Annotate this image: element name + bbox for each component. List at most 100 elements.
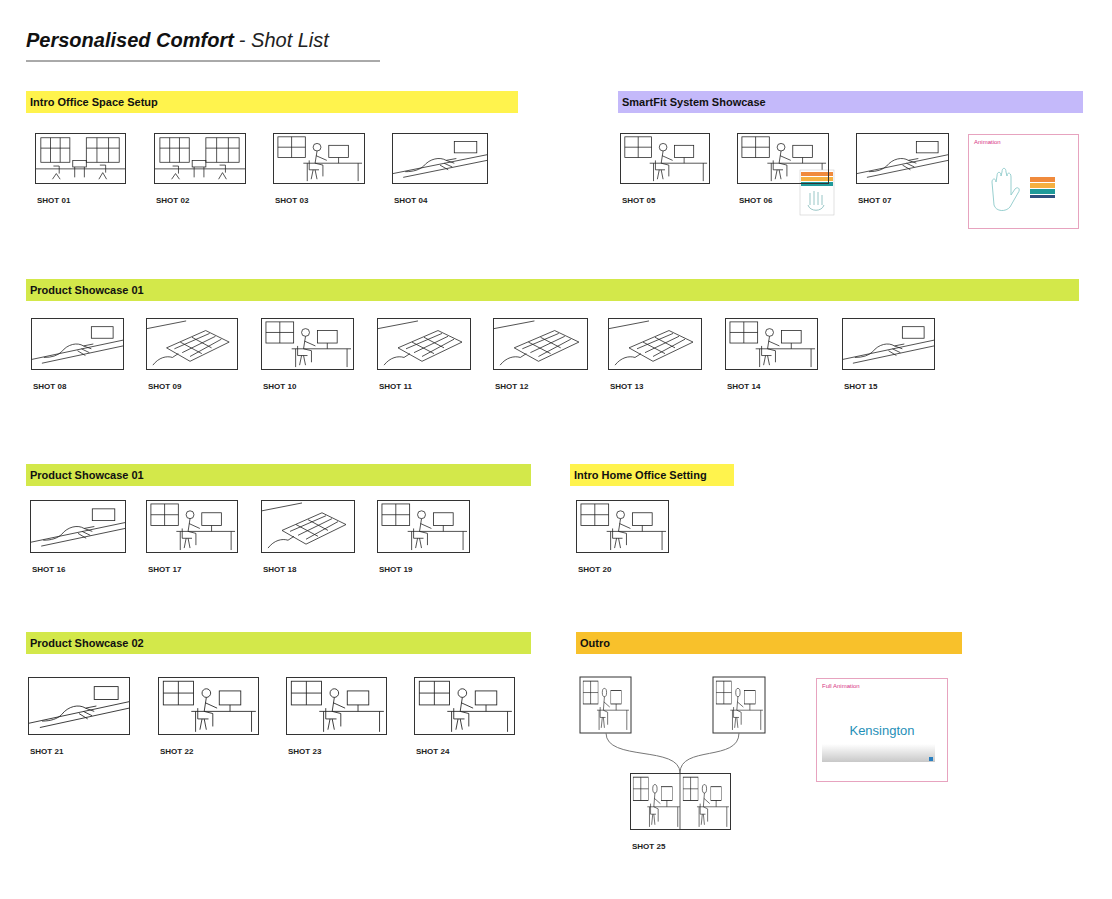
sketch-part <box>291 681 384 732</box>
sketch-part <box>581 504 666 550</box>
sketch-part <box>625 137 707 181</box>
sketch-part <box>1030 177 1055 182</box>
shot-frame: SHOT 23 <box>286 677 387 735</box>
sketch-part <box>262 503 346 548</box>
shot-frame: SHOT 21 <box>28 677 130 735</box>
card-label: Full Animation <box>822 682 860 690</box>
shot-number: SHOT 25 <box>632 842 665 852</box>
shot-frame: SHOT 24 <box>414 677 515 735</box>
shot-number: SHOT 18 <box>263 565 296 575</box>
shot-number: SHOT 21 <box>30 747 63 757</box>
page-title: Personalised Comfort <box>26 29 234 52</box>
brand-name: Kensington <box>817 723 947 738</box>
shot-number: SHOT 14 <box>727 382 760 392</box>
shot-number: SHOT 10 <box>263 382 296 392</box>
shot-frame: SHOT 18 <box>261 500 355 553</box>
shot-number: SHOT 11 <box>379 382 412 392</box>
shot-number: SHOT 19 <box>379 565 412 575</box>
section-band: Intro Office Space Setup <box>26 91 518 113</box>
sketch-part <box>808 191 824 210</box>
shot-frame: SHOT 04 <box>392 133 488 184</box>
sketch-part <box>633 777 680 827</box>
sketch-part <box>843 327 934 364</box>
shot-frame: SHOT 07 <box>856 133 949 184</box>
shot-frame: SHOT 09 <box>146 318 238 370</box>
section-band: Product Showcase 01 <box>26 464 531 486</box>
sketch-part <box>583 681 629 730</box>
animation-card: Animation <box>968 134 1079 229</box>
sketch-part <box>29 687 129 728</box>
sketch-part <box>419 681 512 732</box>
sketch-part <box>716 681 763 730</box>
shot-frame: SHOT 11 <box>377 318 471 370</box>
shot-frame: SHOT 15 <box>842 318 935 370</box>
sketch-part <box>730 322 815 367</box>
shot-frame: SHOT 14 <box>725 318 818 370</box>
shot-number: SHOT 15 <box>844 382 877 392</box>
shot-frame: SHOT 12 <box>493 318 588 370</box>
section-band: Product Showcase 01 <box>26 279 1079 301</box>
shot-frame: SHOT 20 <box>576 500 669 553</box>
section-title: Outro <box>576 632 610 654</box>
sketch-part <box>163 681 256 732</box>
sketch-part <box>580 677 631 733</box>
title-suffix: - Shot List <box>239 29 329 52</box>
shot-frame: SHOT 03 <box>273 133 365 184</box>
shot-frame: SHOT 19 <box>377 500 470 553</box>
shot-frame: SHOT 13 <box>608 318 702 370</box>
sketch-part <box>266 322 351 367</box>
shot-frame: SHOT 01 <box>35 133 126 184</box>
shot-number: SHOT 13 <box>610 382 643 392</box>
shot-number: SHOT 12 <box>495 382 528 392</box>
shot-frame: SHOT 16 <box>30 500 126 553</box>
shot-frame: SHOT 05 <box>620 133 710 184</box>
shot-frame: SHOT 10 <box>261 318 354 370</box>
sketch-part <box>857 142 948 178</box>
section-band: SmartFit System Showcase <box>618 91 1083 113</box>
shot-number: SHOT 04 <box>394 196 427 206</box>
sketch-part <box>606 733 680 773</box>
section-band: Intro Home Office Setting <box>570 464 734 486</box>
shot-frame: SHOT 22 <box>158 677 259 735</box>
shot-frame: SHOT 25 <box>630 773 731 830</box>
section-band: Outro <box>576 632 962 654</box>
shot-number: SHOT 06 <box>739 196 772 206</box>
sketch-part <box>680 733 739 773</box>
sketch-part <box>1030 195 1055 198</box>
shot-number: SHOT 03 <box>275 196 308 206</box>
sketch-part <box>713 677 765 733</box>
section-title: Intro Office Space Setup <box>26 91 158 113</box>
shot-number: SHOT 05 <box>622 196 655 206</box>
sketch-part <box>31 509 125 546</box>
shot-frame: SHOT 02 <box>154 133 246 184</box>
shot-number: SHOT 23 <box>288 747 321 757</box>
shot-frame: SHOT 17 <box>146 500 238 553</box>
outro-links <box>606 733 739 773</box>
sketch-part <box>151 504 235 550</box>
sketch-part <box>992 168 1019 210</box>
sketch-part <box>32 327 123 364</box>
shot-number: SHOT 02 <box>156 196 189 206</box>
sketch-part <box>929 757 933 761</box>
sketch-part <box>683 777 729 827</box>
animation-card: Full AnimationKensington <box>816 678 948 782</box>
section-title: SmartFit System Showcase <box>618 91 766 113</box>
sketch-part <box>393 142 487 178</box>
card-label: Animation <box>974 138 1001 146</box>
shot-frame: SHOT 06 <box>737 133 829 184</box>
section-title: Intro Home Office Setting <box>570 464 707 486</box>
animation-hand <box>992 168 1055 210</box>
shot-number: SHOT 01 <box>37 196 70 206</box>
shot-number: SHOT 20 <box>578 565 611 575</box>
sketch-part <box>1030 189 1055 194</box>
sketch-part <box>155 138 245 179</box>
sketch-part <box>1030 183 1055 188</box>
section-title: Product Showcase 01 <box>26 279 144 301</box>
sketch-part <box>822 744 935 762</box>
shot-number: SHOT 24 <box>416 747 449 757</box>
sketch-part <box>378 321 462 365</box>
shot-number: SHOT 16 <box>32 565 65 575</box>
sketch-part <box>147 321 229 365</box>
